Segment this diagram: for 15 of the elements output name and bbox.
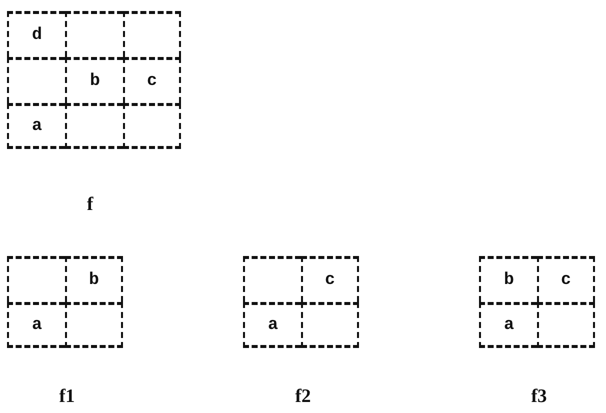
table-caption: f [86,194,94,216]
table-cell: c [301,256,359,302]
table-cell: b [479,256,537,302]
table-caption: f2 [295,386,311,408]
table-caption: f3 [531,386,547,408]
table-cell: a [7,103,65,149]
table-cell: d [7,11,65,57]
table-cell: a [479,302,537,348]
table-cell: b [65,57,123,103]
table-cell: b [65,256,123,302]
table-caption: f1 [59,386,75,408]
table-cell: a [7,302,65,348]
table-cell: c [537,256,595,302]
table-cell: c [123,57,181,103]
table-cell: a [243,302,301,348]
